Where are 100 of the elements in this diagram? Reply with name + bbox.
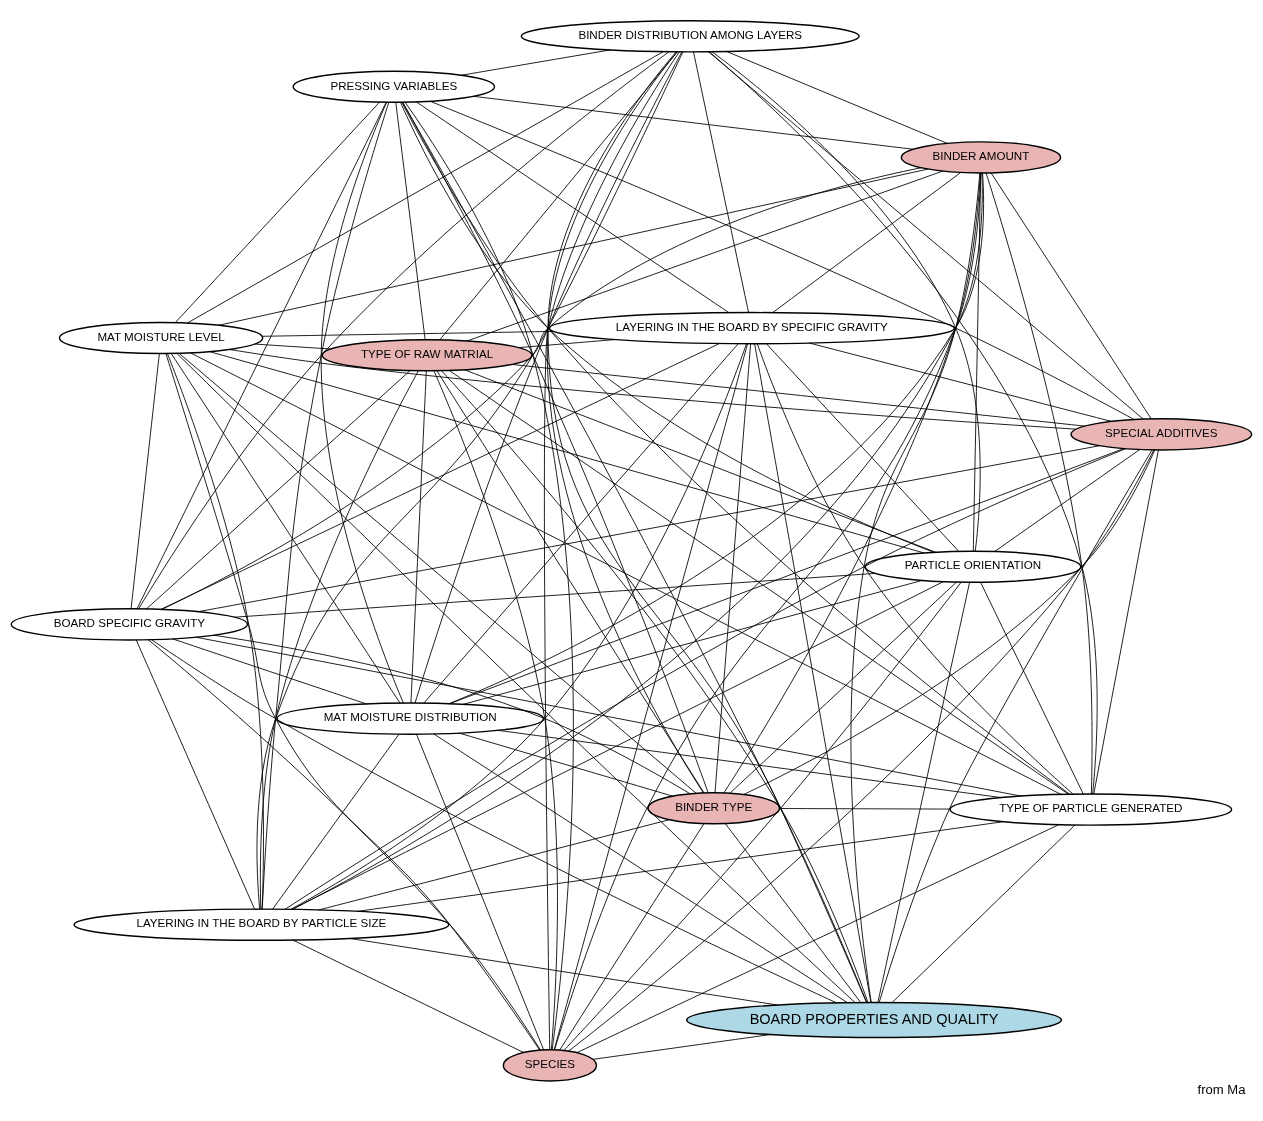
connector xyxy=(402,101,868,1003)
connector xyxy=(195,636,1022,797)
connector xyxy=(891,824,1076,1003)
connector xyxy=(756,342,1074,794)
connector xyxy=(197,444,1101,612)
connector xyxy=(284,447,1127,910)
node-ellipse: MAT MOISTURE LEVEL xyxy=(58,321,264,354)
connector xyxy=(176,352,856,1003)
connector xyxy=(547,50,704,793)
connector xyxy=(472,95,914,150)
connector xyxy=(707,50,1144,420)
connector xyxy=(714,342,752,793)
connector xyxy=(511,363,1086,427)
connector xyxy=(559,822,705,1051)
connector xyxy=(399,101,935,553)
node-ellipse: BINDER TYPE xyxy=(647,791,781,825)
connector xyxy=(160,342,721,610)
connector xyxy=(415,100,730,313)
connector xyxy=(318,818,670,910)
connector xyxy=(554,172,982,1050)
connector xyxy=(466,170,944,341)
connector xyxy=(693,50,750,313)
connector xyxy=(320,101,404,703)
connector xyxy=(765,342,960,552)
node-ellipse: TYPE OF PARTICLE GENERATED xyxy=(949,792,1233,826)
connector xyxy=(208,350,925,553)
connector xyxy=(145,369,411,610)
connector xyxy=(213,634,691,794)
connector xyxy=(166,352,264,910)
connector xyxy=(994,448,1141,552)
node-ellipse: SPECIES xyxy=(502,1048,598,1082)
connector xyxy=(464,368,937,553)
connector xyxy=(130,352,160,609)
connector xyxy=(356,820,1004,912)
connector xyxy=(547,50,867,1003)
connector xyxy=(290,342,747,910)
connector xyxy=(228,348,1077,430)
connector xyxy=(433,733,848,1003)
connector xyxy=(178,352,697,794)
connector xyxy=(497,729,1002,798)
connector xyxy=(441,369,869,1003)
connector xyxy=(448,171,985,704)
connector xyxy=(729,581,958,794)
node-ellipse: LAYERING IN THE BOARD BY SPECIFIC GRAVITY xyxy=(548,311,956,344)
connector xyxy=(292,938,524,1053)
connector xyxy=(189,351,1062,795)
connector xyxy=(404,101,574,1050)
connector xyxy=(1093,448,1159,795)
connector xyxy=(448,369,1069,795)
connector xyxy=(724,822,862,1003)
connector xyxy=(711,50,981,552)
node-ellipse: BINDER DISTRIBUTION AMONG LAYERS xyxy=(520,19,860,53)
node-ellipse: PARTICLE ORIENTATION xyxy=(864,549,1082,583)
connector xyxy=(147,638,542,1051)
connector xyxy=(410,369,427,703)
caption: from Ma xyxy=(1197,1081,1246,1097)
connector xyxy=(563,581,962,1051)
connector xyxy=(402,101,709,793)
connector xyxy=(980,581,1084,795)
connector xyxy=(291,172,983,910)
connector xyxy=(272,733,400,910)
node-ellipse: TYPE OF RAW MATRIAL xyxy=(321,338,533,372)
connector xyxy=(165,352,541,1051)
connector xyxy=(460,48,611,76)
connector xyxy=(186,50,664,323)
node-ellipse: BINDER AMOUNT xyxy=(900,140,1062,174)
connector xyxy=(433,369,558,1050)
connector xyxy=(726,50,948,144)
connector xyxy=(416,733,545,1050)
connector xyxy=(233,572,876,618)
connector xyxy=(517,338,616,348)
connector xyxy=(423,342,739,704)
connector xyxy=(462,579,923,705)
connector xyxy=(576,823,1060,1053)
node-ellipse: SPECIAL ADDITIVES xyxy=(1070,417,1253,451)
node-ellipse: PRESSING VARIABLES xyxy=(292,69,496,103)
connector xyxy=(135,638,255,910)
connector xyxy=(429,100,1135,420)
connector xyxy=(723,171,981,793)
node-ellipse: BOARD PROPERTIES AND QUALITY xyxy=(685,1001,1063,1038)
connector xyxy=(401,101,1071,795)
connector xyxy=(174,101,381,323)
connector xyxy=(218,168,929,326)
connector xyxy=(779,807,951,809)
connector xyxy=(985,171,1093,795)
connector xyxy=(256,50,684,910)
connector xyxy=(990,172,1152,419)
connector xyxy=(395,101,426,340)
connector xyxy=(808,342,1113,422)
connector xyxy=(592,1033,771,1060)
node-ellipse: BOARD SPECIFIC GRAVITY xyxy=(10,607,249,641)
connector xyxy=(414,50,683,704)
connector xyxy=(136,101,387,609)
connector xyxy=(553,342,748,1050)
connector xyxy=(151,638,837,1003)
connector xyxy=(261,330,555,337)
connector xyxy=(254,343,332,349)
connector xyxy=(850,172,981,1003)
connector xyxy=(458,732,674,797)
connector xyxy=(138,50,670,609)
